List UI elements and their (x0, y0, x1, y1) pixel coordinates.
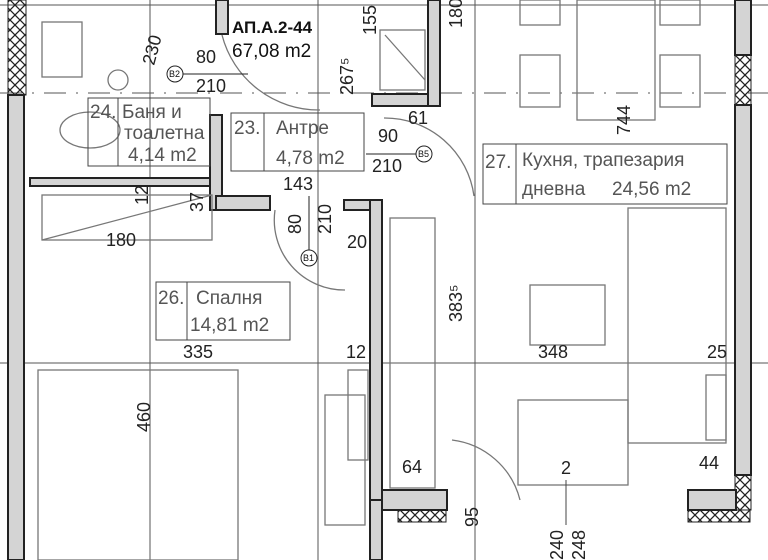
room-name-line1: Баня и (122, 102, 182, 123)
dimension-label: 240 (547, 530, 567, 560)
room-24-label: 24. Баня и тоалетна 4,14 m2 (87, 97, 211, 167)
bed (37, 369, 239, 560)
dimension-label: 267⁵ (337, 58, 357, 96)
dimension-label: 744 (614, 105, 634, 135)
door-height: 210 (196, 76, 226, 96)
dimensions: 230 267⁵ 155 180 61 143 12 37 180 20 744… (106, 0, 727, 560)
dimension-label: 95 (462, 507, 482, 527)
dimension-label: 37 (187, 192, 207, 212)
room-name-line2: дневна (522, 179, 586, 200)
apartment-area: 67,08 m2 (232, 41, 311, 62)
furniture (37, 0, 727, 560)
dining-table (576, 0, 656, 121)
door-tag: B2 (169, 69, 180, 79)
room-name-line1: Кухня, трапезария (522, 150, 684, 171)
door-b5: B5 90 210 (366, 126, 433, 176)
dimension-label: 155 (360, 5, 380, 35)
door-width: 80 (196, 47, 216, 67)
dimension-label: 61 (408, 108, 428, 128)
door-width: 90 (378, 126, 398, 146)
armchair (517, 399, 629, 486)
room-area: 4,78 m2 (276, 148, 345, 169)
room-number: 27. (485, 152, 511, 173)
dimension-label: 180 (446, 0, 466, 28)
door-b1: B1 80 210 (285, 196, 335, 267)
dimension-label: 460 (134, 402, 154, 432)
tv-unit (389, 217, 436, 489)
door-tag: B1 (303, 253, 314, 263)
floor-drain (107, 69, 129, 91)
dimension-label: 230 (139, 33, 166, 67)
dimension-label: 12 (132, 185, 152, 205)
room-number: 26. (158, 288, 184, 309)
dimension-label: 383⁵ (446, 285, 466, 323)
sofa (627, 207, 727, 444)
sink (41, 21, 83, 78)
shower (379, 29, 426, 91)
room-area: 4,14 m2 (128, 145, 197, 166)
room-27-label: 27. Кухня, трапезария дневна 24,56 m2 (482, 143, 728, 205)
room-number: 23. (234, 118, 260, 139)
dimension-label: 143 (283, 174, 313, 194)
room-name: Антре (276, 118, 329, 139)
dimension-label: 348 (538, 342, 568, 362)
door-tag: B5 (418, 149, 429, 159)
dimension-label: 20 (347, 232, 367, 252)
toilet (59, 111, 121, 149)
room-23-label: 23. Антре 4,78 m2 (230, 112, 365, 172)
dimension-label: 44 (699, 453, 719, 473)
room-area: 14,81 m2 (190, 315, 269, 336)
dimension-label: 248 (569, 530, 589, 560)
room-number: 24. (90, 102, 116, 123)
dimension-label: 180 (106, 230, 136, 250)
door-height: 210 (315, 204, 335, 234)
door-height: 210 (372, 156, 402, 176)
walls (7, 0, 752, 560)
door-width: 80 (285, 214, 305, 234)
dimension-label: 64 (402, 457, 422, 477)
dimension-label: 335 (183, 342, 213, 362)
coffee-table (529, 284, 606, 346)
room-name: Спалня (196, 288, 262, 309)
dimension-label: 25 (707, 342, 727, 362)
apartment-code: АП.А.2-44 (232, 18, 313, 37)
dimension-label: 12 (346, 342, 366, 362)
room-26-label: 26. Спалня 14,81 m2 (155, 281, 291, 341)
room-name-line2: тоалетна (124, 123, 205, 144)
door-b2: B2 80 210 (166, 47, 248, 96)
room-area: 24,56 m2 (612, 179, 691, 200)
dimension-label: 2 (561, 458, 571, 478)
